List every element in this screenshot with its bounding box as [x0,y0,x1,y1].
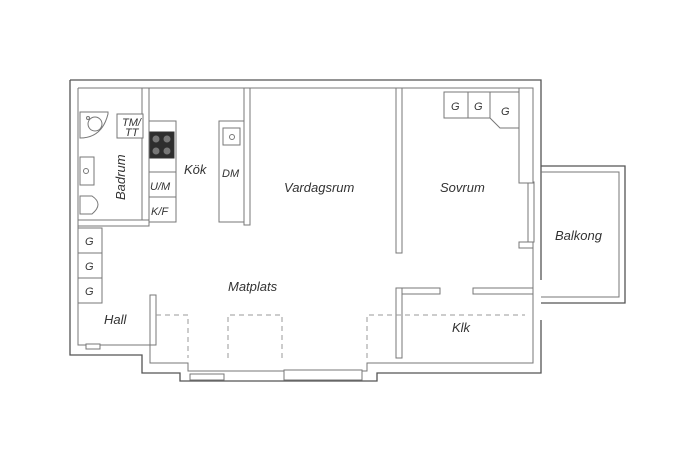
room-label-matplats: Matplats [228,279,278,294]
wardrobe-label: G [451,101,460,113]
wardrobe-label: G [501,106,510,118]
wardrobes [77,91,520,304]
room-label-sovrum: Sovrum [440,180,485,195]
room-label-klk: Klk [452,320,472,335]
wardrobe-label: G [474,101,483,113]
bathroom-fixtures [79,111,144,215]
room-labels: Vardagsrum Sovrum Balkong Matplats Hall … [104,154,603,335]
windows [85,343,363,381]
room-label-vardagsrum: Vardagsrum [284,180,354,195]
room-label-hall: Hall [104,312,128,327]
wardrobe-label: G [85,286,94,298]
wardrobe-label: G [85,261,94,273]
um-label: U/M [150,181,171,193]
kitchen-fixtures [148,120,245,223]
outer-walls [69,79,542,382]
room-label-kok: Kök [184,162,208,177]
tm-tt-label-top: TM/ [122,117,142,129]
dm-label: DM [222,168,240,180]
fixture-labels: TM/ TT DM U/M K/F G G G G G G [85,101,510,298]
room-label-badrum: Badrum [113,154,128,200]
room-label-balkong: Balkong [555,228,603,243]
tm-tt-label-bottom: TT [125,127,140,139]
interior-walls [77,87,534,359]
wardrobe-label: G [85,236,94,248]
balcony [527,165,626,304]
kf-label: K/F [151,206,169,218]
